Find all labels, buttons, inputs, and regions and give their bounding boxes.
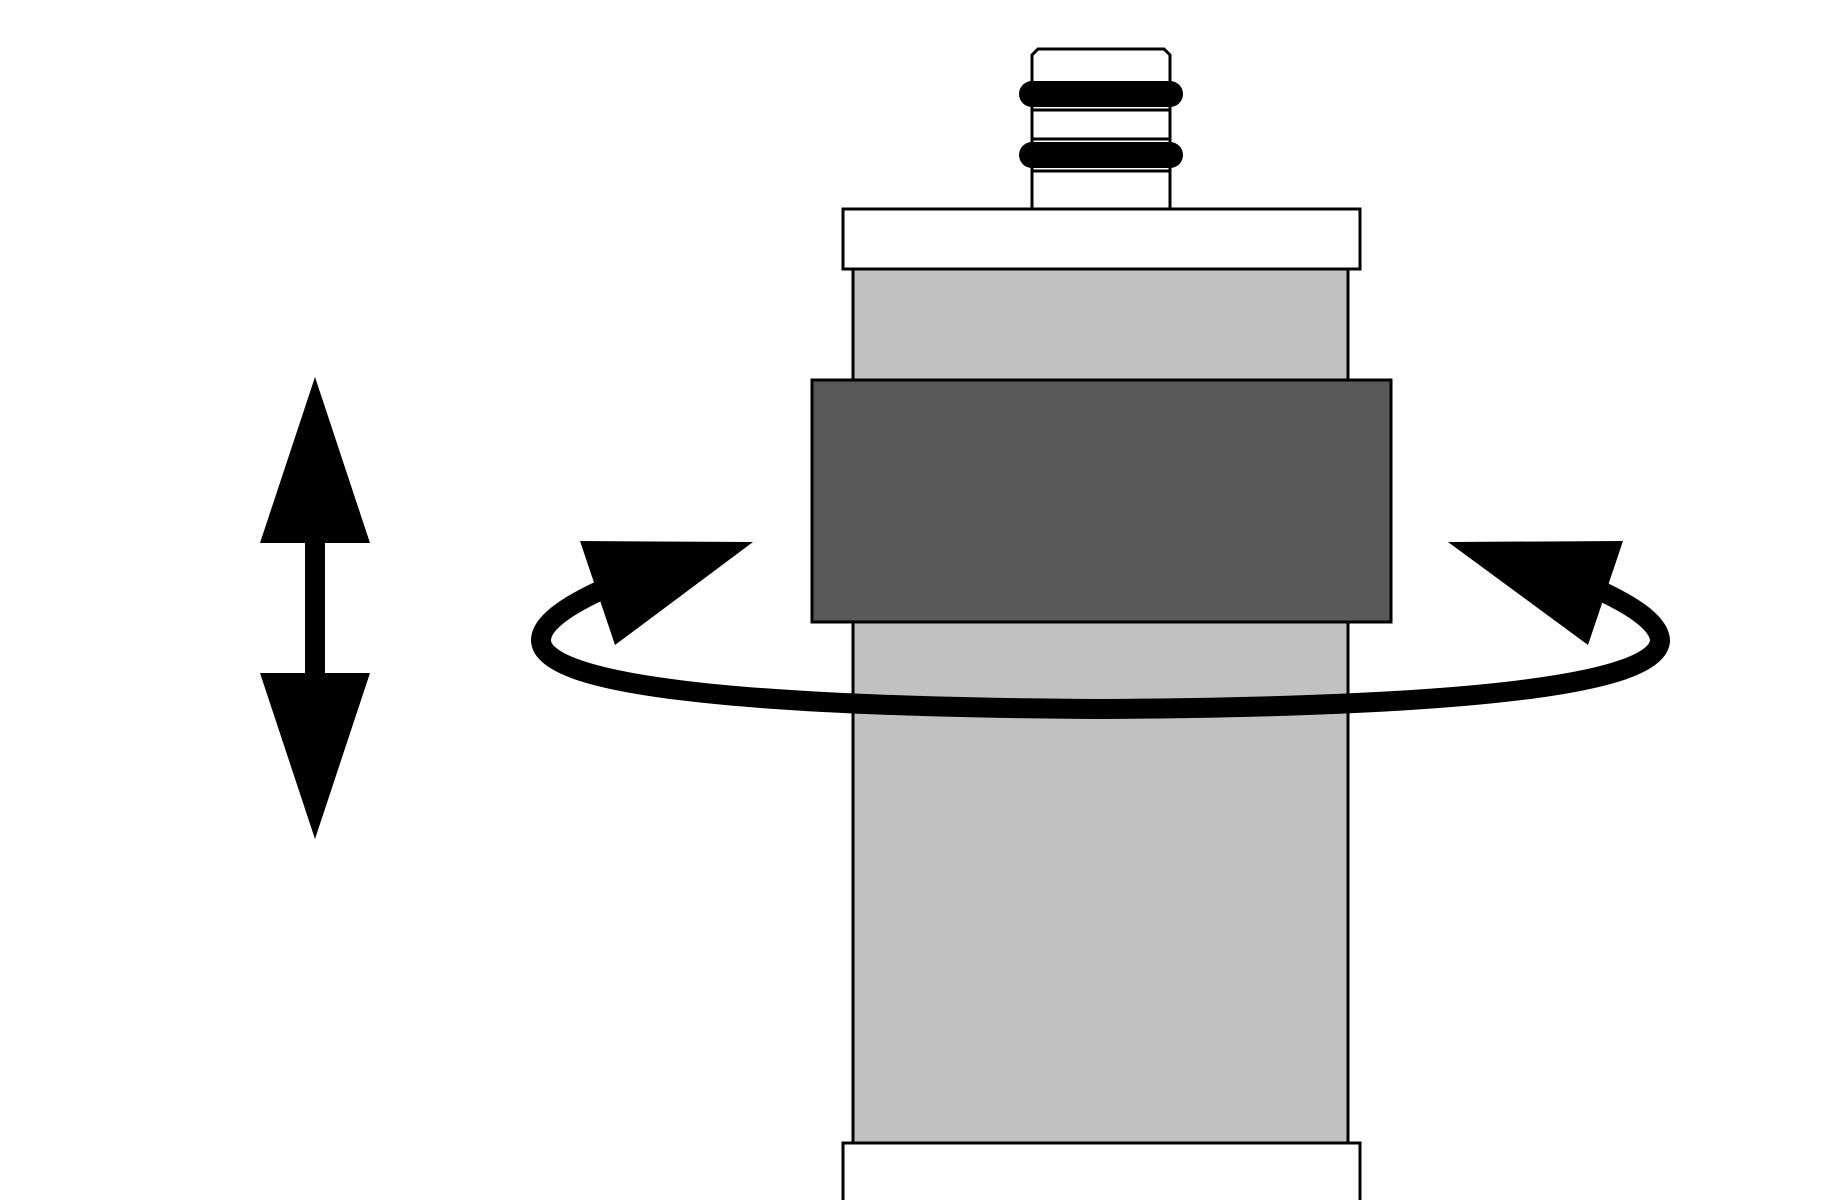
fitting-housing xyxy=(1030,47,1172,211)
vertical-arrow-head-up xyxy=(260,377,370,543)
vertical-arrow-shaft xyxy=(305,540,325,676)
top-fitting xyxy=(1019,47,1183,211)
vertical-motion-arrow-icon xyxy=(260,377,370,839)
rotation-arrowhead-right xyxy=(1448,541,1623,645)
vertical-arrow-head-down xyxy=(260,673,370,839)
rotation-ring-back xyxy=(531,577,1671,720)
bottom-end-cap xyxy=(841,1141,1362,1200)
rotation-arrowhead-left xyxy=(580,541,753,645)
rotating-collar xyxy=(810,378,1393,624)
rotation-arrow-icon xyxy=(580,541,1623,645)
top-end-cap xyxy=(841,207,1362,271)
